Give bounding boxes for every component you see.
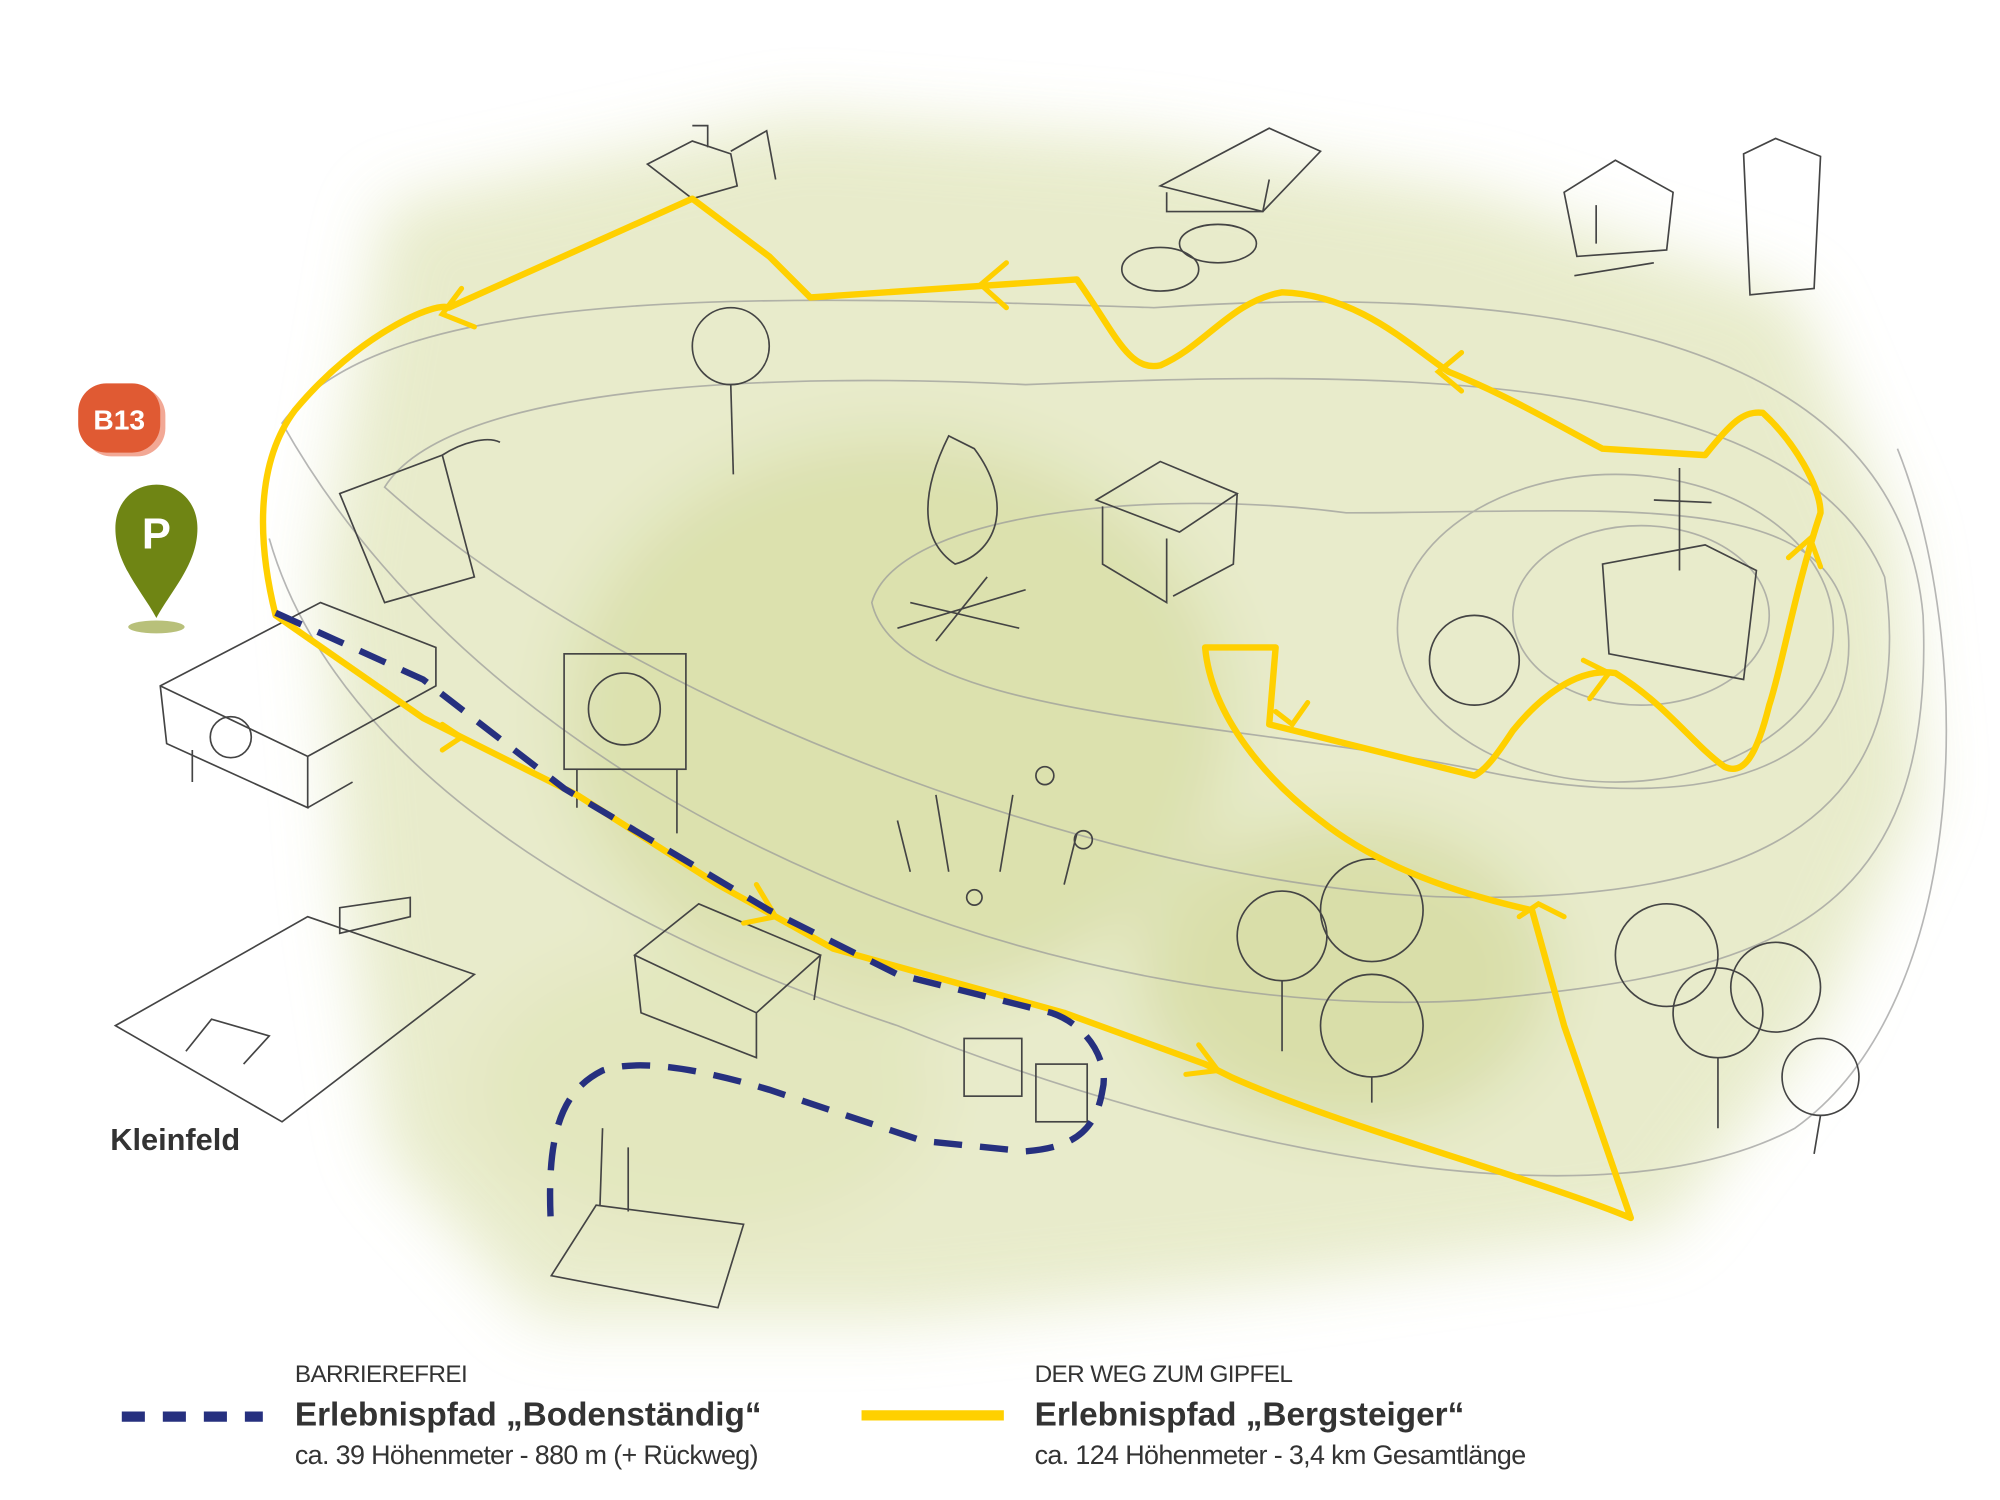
shelter-sketch <box>1157 127 1322 213</box>
bodenstaendig-trail <box>274 609 1107 1231</box>
sheep-sketch <box>1120 223 1258 292</box>
road-badge-label: B13 <box>93 403 145 435</box>
road-badge-b13: B13 <box>78 383 166 457</box>
hut-sketch <box>1563 137 1822 296</box>
trail-direction-arrows <box>438 260 1824 1077</box>
excavator-sketch <box>645 124 777 200</box>
legend-details: ca. 124 Höhenmeter - 3,4 km Gesamtlänge <box>1035 1440 1526 1470</box>
legend-details: ca. 39 Höhenmeter - 880 m (+ Rückweg) <box>295 1440 758 1470</box>
legend-title: Erlebnispfad „Bergsteiger“ <box>1035 1397 1465 1434</box>
trees-right-sketch <box>1614 903 1860 1154</box>
pavilion-sketch <box>1094 460 1239 605</box>
legend-caption: BARRIEREFREI <box>295 1361 467 1388</box>
campfire-sketch <box>897 434 1026 642</box>
legend: BARRIEREFREI Erlebnispfad „Bodenständig“… <box>121 1361 1526 1470</box>
summit-cross-sketch <box>1601 467 1758 681</box>
document-sketch <box>338 438 501 604</box>
legend-caption: DER WEG ZUM GIPFEL <box>1035 1361 1293 1388</box>
legend-title: Erlebnispfad „Bodenständig“ <box>295 1397 762 1434</box>
kleinfeld-label: Kleinfeld <box>110 1122 240 1157</box>
bushes-sketch <box>1236 614 1521 1103</box>
trees-left-sketch <box>691 306 771 475</box>
contour-lines <box>268 299 1948 1177</box>
pond-sketch <box>549 1128 745 1309</box>
football-field-sketch <box>113 896 477 1123</box>
bird-sign-sketch <box>563 653 687 834</box>
bergsteiger-trail <box>259 195 1824 1222</box>
parking-icon: P <box>142 511 171 559</box>
parking-marker[interactable]: P <box>115 484 198 634</box>
beehive-sketch <box>963 1037 1089 1123</box>
legend-item-bergsteiger: DER WEG ZUM GIPFEL Erlebnispfad „Bergste… <box>861 1361 1526 1470</box>
terrain-wash <box>320 115 1924 1321</box>
sketch-illustrations <box>113 124 1860 1309</box>
bench-sketch <box>633 902 823 1059</box>
legend-item-bodenstaendig: BARRIEREFREI Erlebnispfad „Bodenständig“… <box>121 1361 762 1470</box>
flower-meadow-sketch <box>896 765 1094 906</box>
raised-bed-sketch <box>159 601 437 809</box>
